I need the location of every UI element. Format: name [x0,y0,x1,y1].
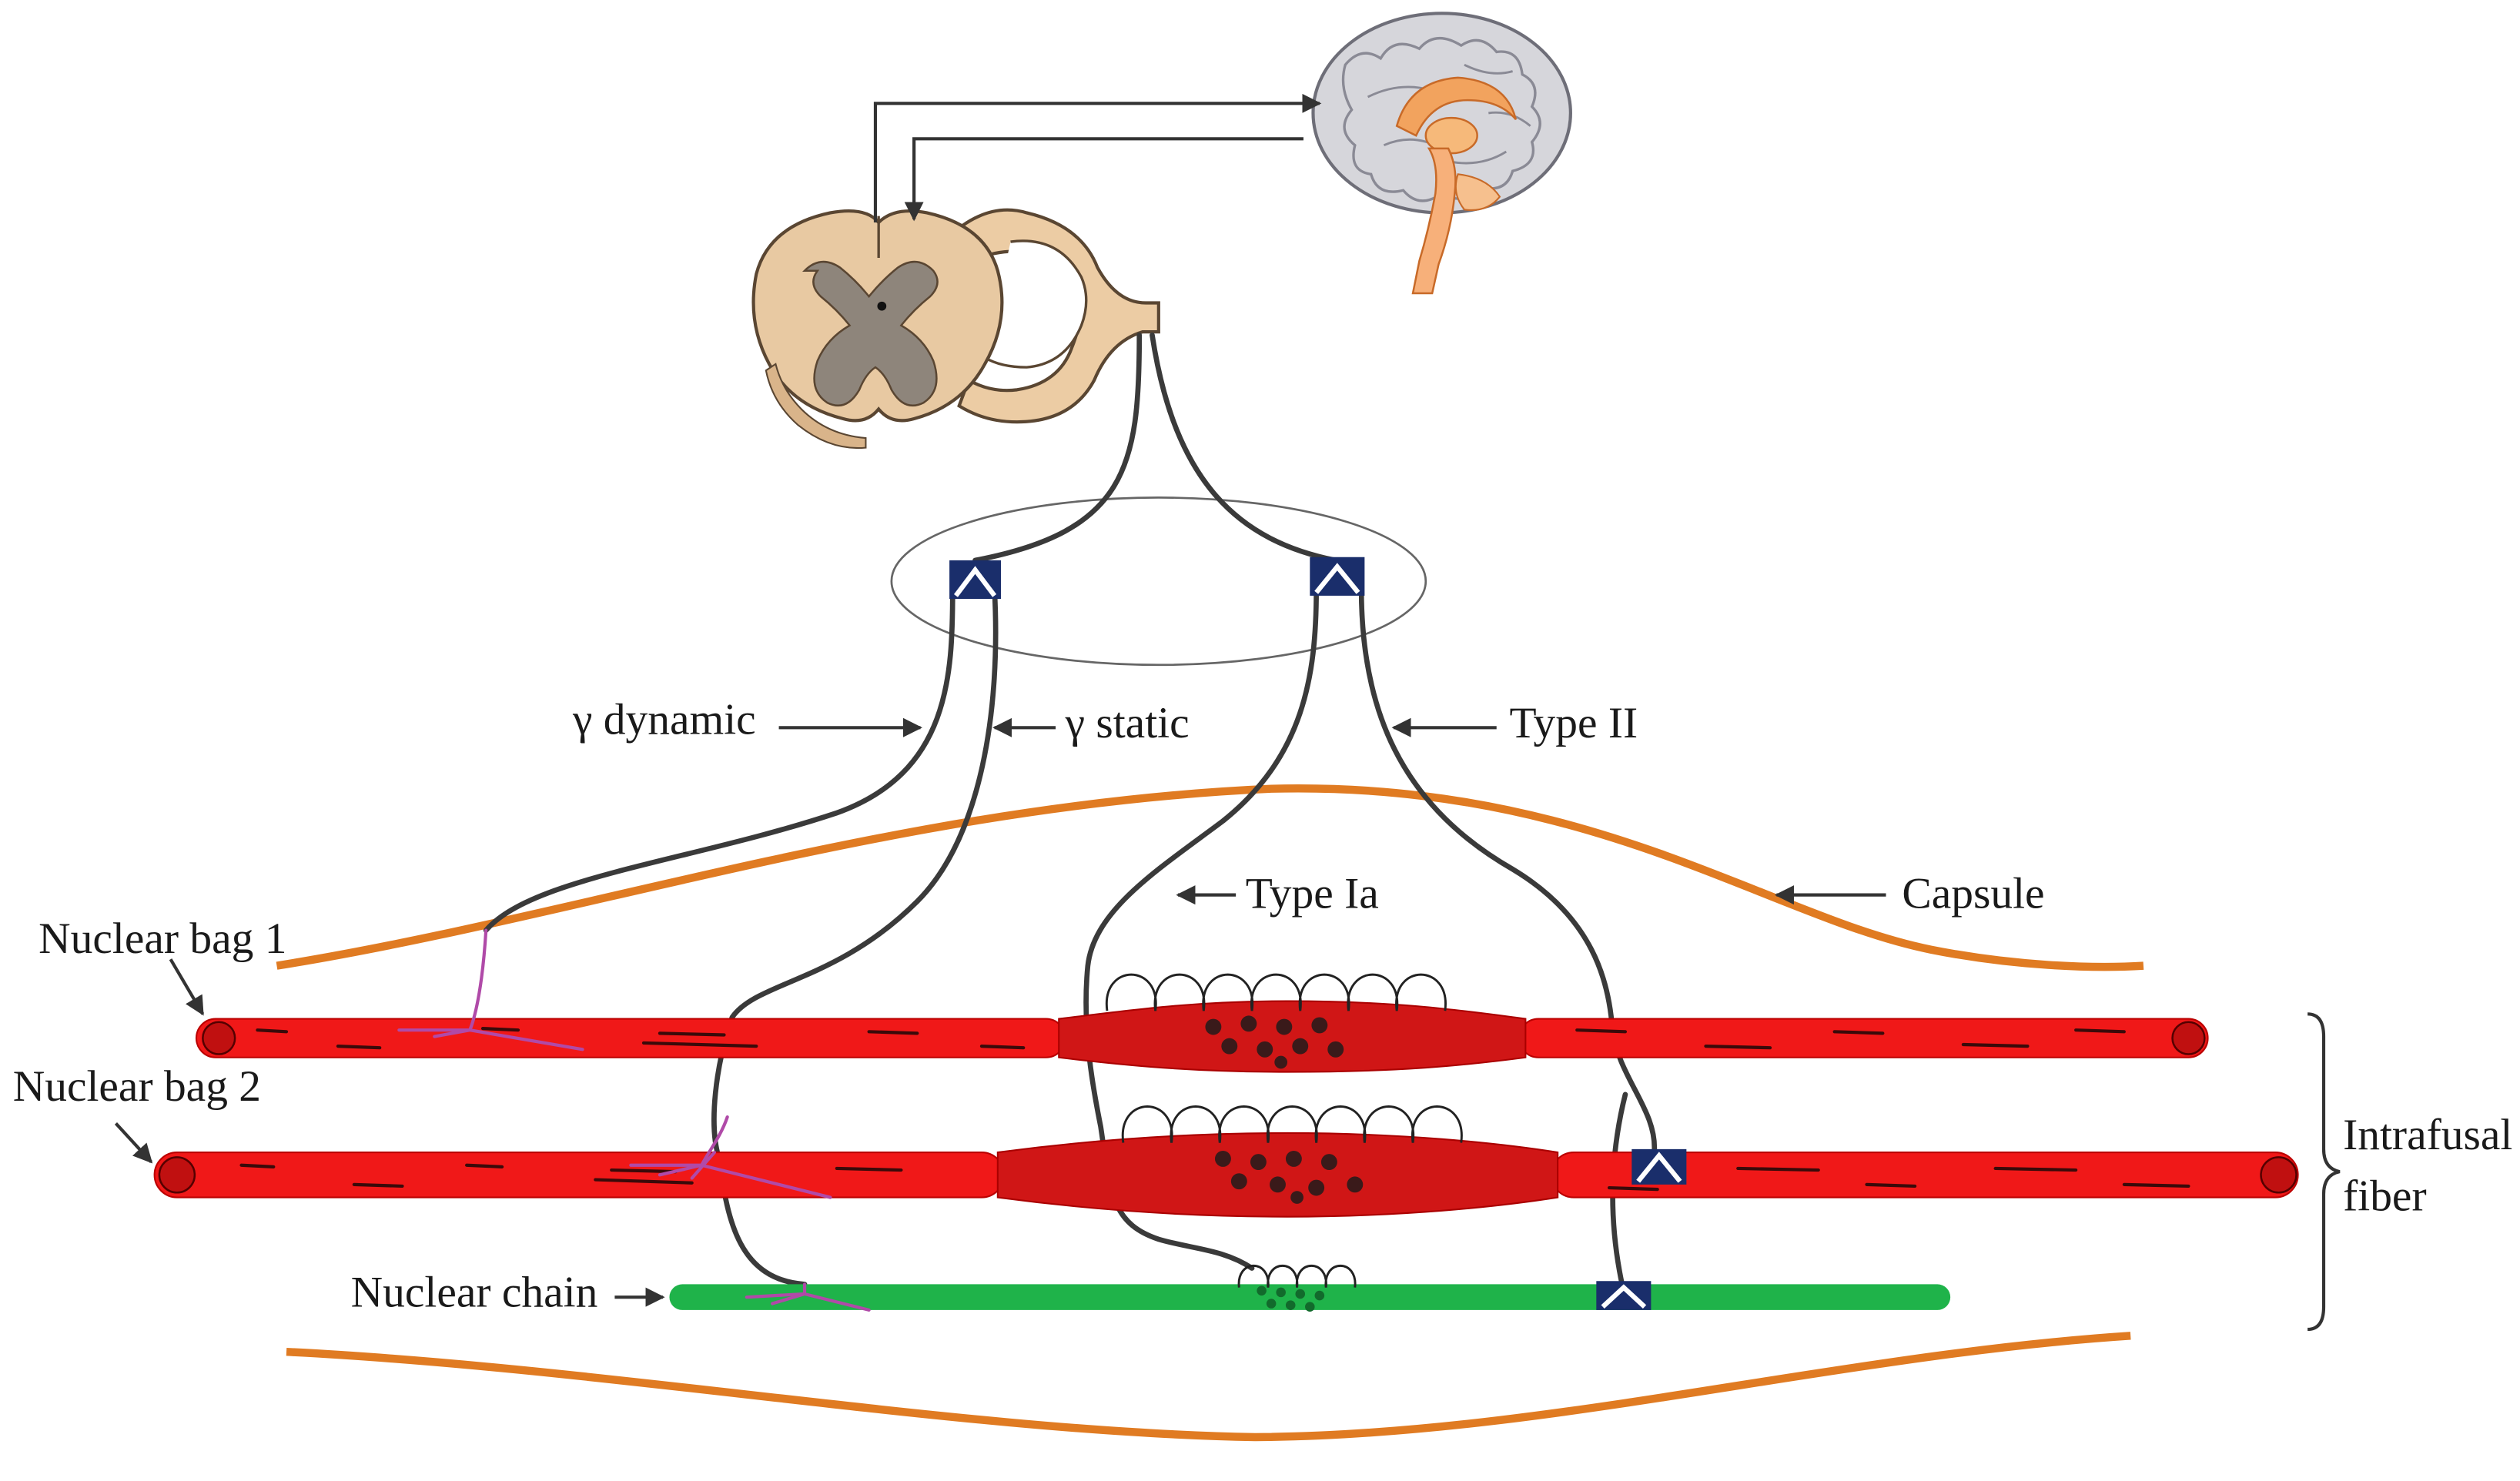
gamma-dynamic-plate-bag1 [397,928,584,1051]
motor-endplate-icon [1631,1148,1687,1185]
nuclear-bag-2-fiber [153,1132,2299,1218]
gamma-dynamic-label: γ dynamic [572,696,756,744]
nuclear-bag-2-label: Nuclear bag 2 [13,1062,261,1111]
annulospiral-endings [1105,973,1463,1288]
capsule-label: Capsule [1902,869,2044,918]
type-ia-fiber [1083,587,1319,1271]
intrafusal-brace [2307,1012,2341,1332]
brain-icon [1311,12,1572,295]
type-ia-ending-chain [1237,1264,1357,1288]
nerve-fibers [483,332,1658,1287]
nuclear-bag-1-label: Nuclear bag 1 [38,914,286,963]
capsule-upper-outline [276,784,2144,971]
gamma-static-plate-chain [745,1282,871,1312]
gamma-motor-endings [397,928,871,1312]
gamma-static-plate-bag2 [629,1115,832,1199]
intrafusal-label-line2: fiber [2343,1172,2426,1220]
capsule-lower-outline [286,1332,2131,1442]
type-ia-ending-bag2 [1121,1105,1463,1143]
spinal-cord-cross-section-icon [751,208,1160,450]
gamma-static-label: γ static [1065,699,1190,747]
type-ia-ending-bag1 [1105,973,1447,1011]
type-ii-fiber-bag2 [1358,587,1658,1155]
intrafusal-label-line1: Intrafusal [2343,1111,2512,1159]
ascending-pathway-arrow [873,93,1322,223]
type-ia-label: Type Ia [1246,869,1379,918]
nuclear-bag-1-arrow [169,958,205,1016]
nuclear-bag-2-arrow [114,1122,153,1164]
nerve-bundle-outline [890,496,1427,667]
gamma-static-fiber [711,587,999,1287]
gamma-dynamic-fiber [483,587,955,933]
motor-endplate-icon [949,560,1002,600]
descending-pathway-arrow [904,137,1304,222]
afferent-root-fiber [1150,332,1339,563]
type-ii-label: Type II [1509,699,1638,747]
motor-endplate-icon [1596,1281,1652,1310]
motor-endplate-icon [1310,557,1365,596]
label-arrows [114,717,1886,1307]
efferent-root-fiber [972,332,1143,563]
nuclear-chain-label: Nuclear chain [351,1269,598,1317]
